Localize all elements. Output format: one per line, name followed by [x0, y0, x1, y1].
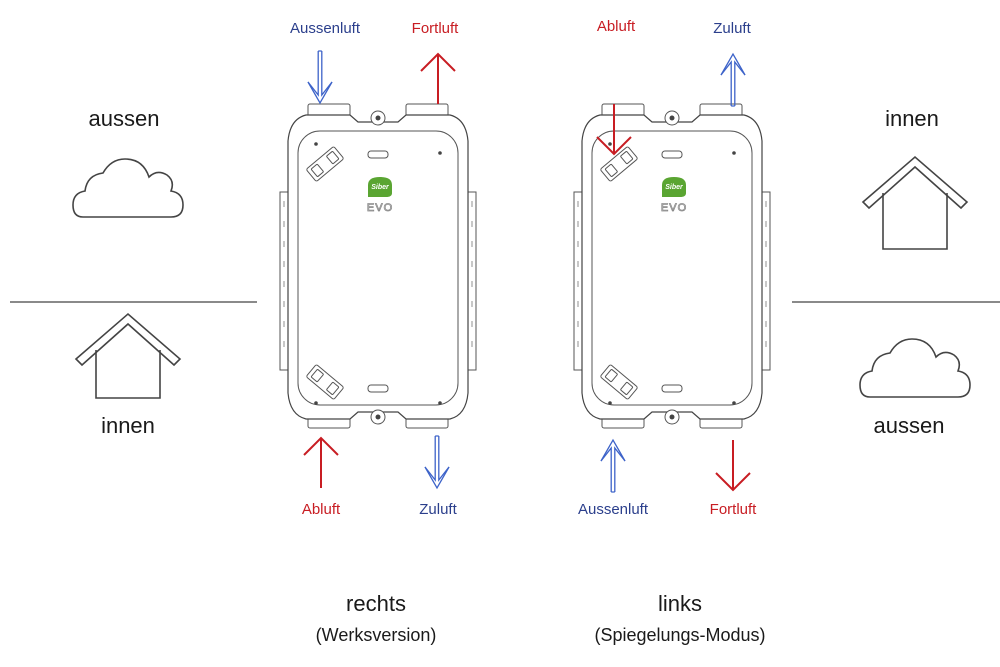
- side-label-right-top: innen: [885, 106, 939, 131]
- label-fortluft: Fortluft: [710, 501, 758, 518]
- siber-logo: Siber EVO: [660, 177, 687, 214]
- label-abluft: Abluft: [597, 18, 636, 35]
- caption-links: links: [658, 591, 702, 616]
- ventilation-unit-links: Siber EVO: [573, 103, 771, 429]
- side-label-left-bottom: innen: [101, 413, 155, 438]
- arrow-abluft-in: [303, 437, 339, 489]
- house-icon: [861, 155, 969, 250]
- svg-text:EVO: EVO: [661, 202, 687, 214]
- caption-spiegelungs-modus: (Spiegelungs-Modus): [594, 625, 765, 645]
- label-abluft: Abluft: [302, 501, 341, 518]
- label-aussenluft: Aussenluft: [290, 20, 361, 37]
- cloud-icon: [859, 338, 971, 398]
- arrow-fortluft-out: [715, 439, 751, 491]
- arrow-fortluft-out: [420, 53, 456, 105]
- side-label-right-bottom: aussen: [874, 413, 945, 438]
- arrow-aussenluft-in: [600, 439, 626, 493]
- svg-text:EVO: EVO: [367, 202, 393, 214]
- svg-text:Siber: Siber: [371, 184, 390, 191]
- arrow-zuluft-out: [424, 435, 450, 489]
- svg-text:Siber: Siber: [665, 184, 684, 191]
- siber-logo: Siber EVO: [366, 177, 393, 214]
- caption-werksversion: (Werksversion): [316, 625, 437, 645]
- arrow-aussenluft-in: [307, 50, 333, 104]
- house-icon: [74, 312, 182, 399]
- ventilation-unit-rechts: Siber EVO: [279, 103, 477, 429]
- label-zuluft: Zuluft: [419, 501, 457, 518]
- cloud-icon: [72, 158, 184, 218]
- label-zuluft: Zuluft: [713, 20, 751, 37]
- side-label-left-top: aussen: [89, 106, 160, 131]
- arrow-zuluft-out: [720, 53, 746, 107]
- label-fortluft: Fortluft: [412, 20, 460, 37]
- label-aussenluft: Aussenluft: [578, 501, 649, 518]
- caption-rechts: rechts: [346, 591, 406, 616]
